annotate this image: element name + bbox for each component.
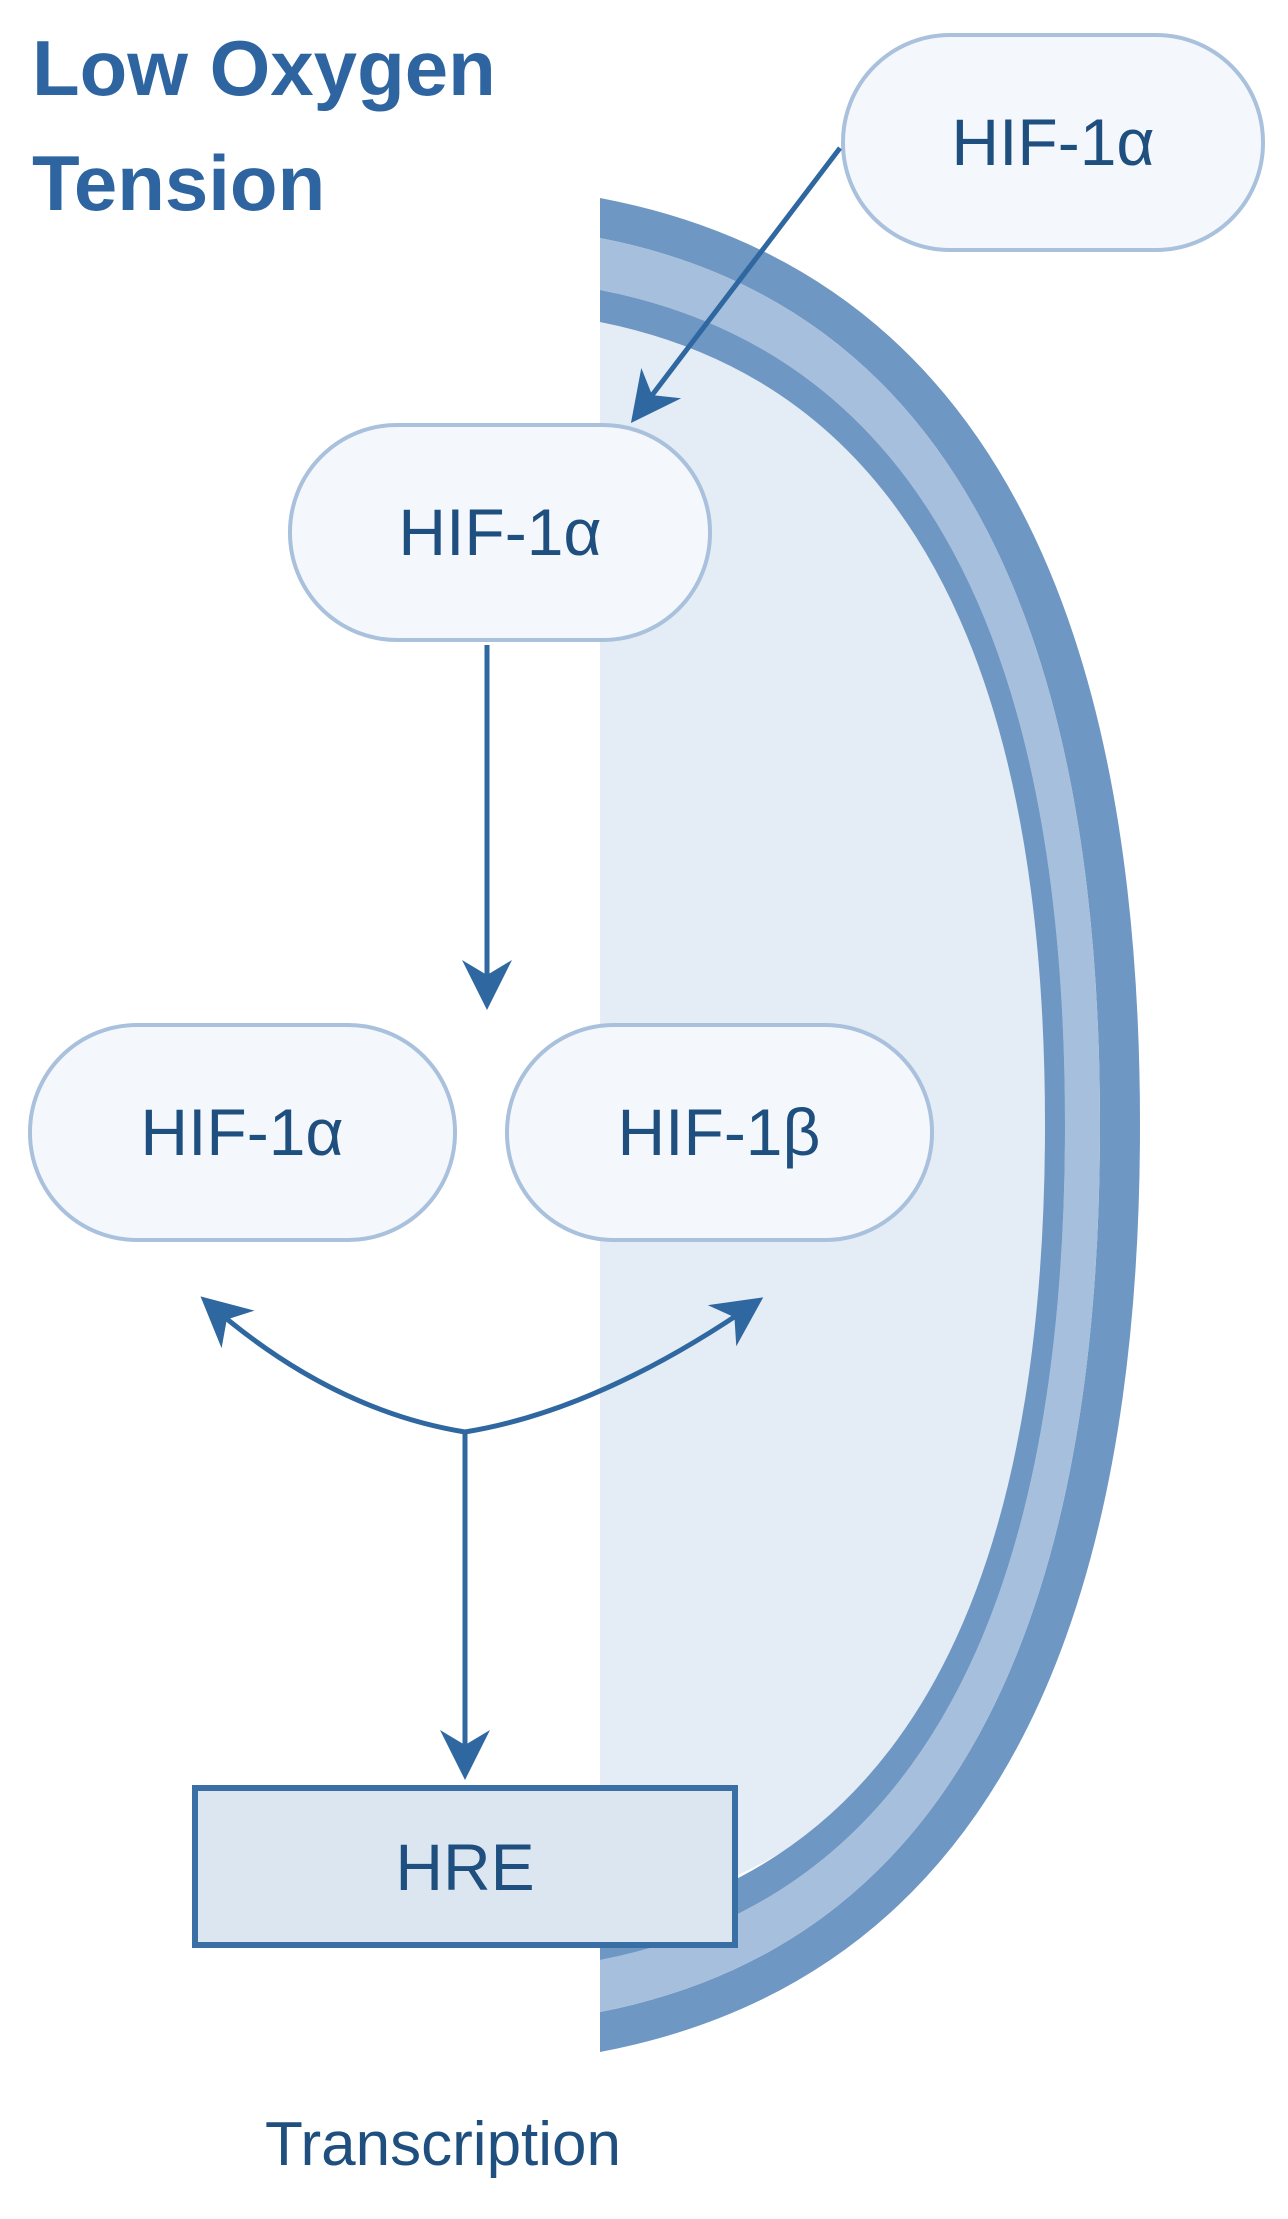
hif1b-dimer-node: HIF-1β <box>505 1023 934 1242</box>
hre-label: HRE <box>395 1830 534 1904</box>
hif1a-cytoplasm-label: HIF-1α <box>951 105 1154 179</box>
hif1a-nuclear-label: HIF-1α <box>398 495 601 569</box>
hre-element: HRE <box>192 1785 738 1948</box>
import-arrow <box>630 146 842 423</box>
title-line-1: Low Oxygen <box>32 24 496 112</box>
dimer-link-left-arrow <box>200 1296 466 1435</box>
hif1b-dimer-label: HIF-1β <box>618 1095 821 1169</box>
hif1a-cytoplasm-node: HIF-1α <box>841 33 1265 252</box>
transcription-caption: Transcription <box>265 2110 621 2179</box>
hif1a-dimer-node: HIF-1α <box>28 1023 457 1242</box>
hif1a-nuclear-node: HIF-1α <box>288 423 712 642</box>
hif1a-dimer-label: HIF-1α <box>140 1095 343 1169</box>
dimer-link-right-arrow <box>464 1297 764 1435</box>
title-line-2: Tension <box>32 139 325 227</box>
